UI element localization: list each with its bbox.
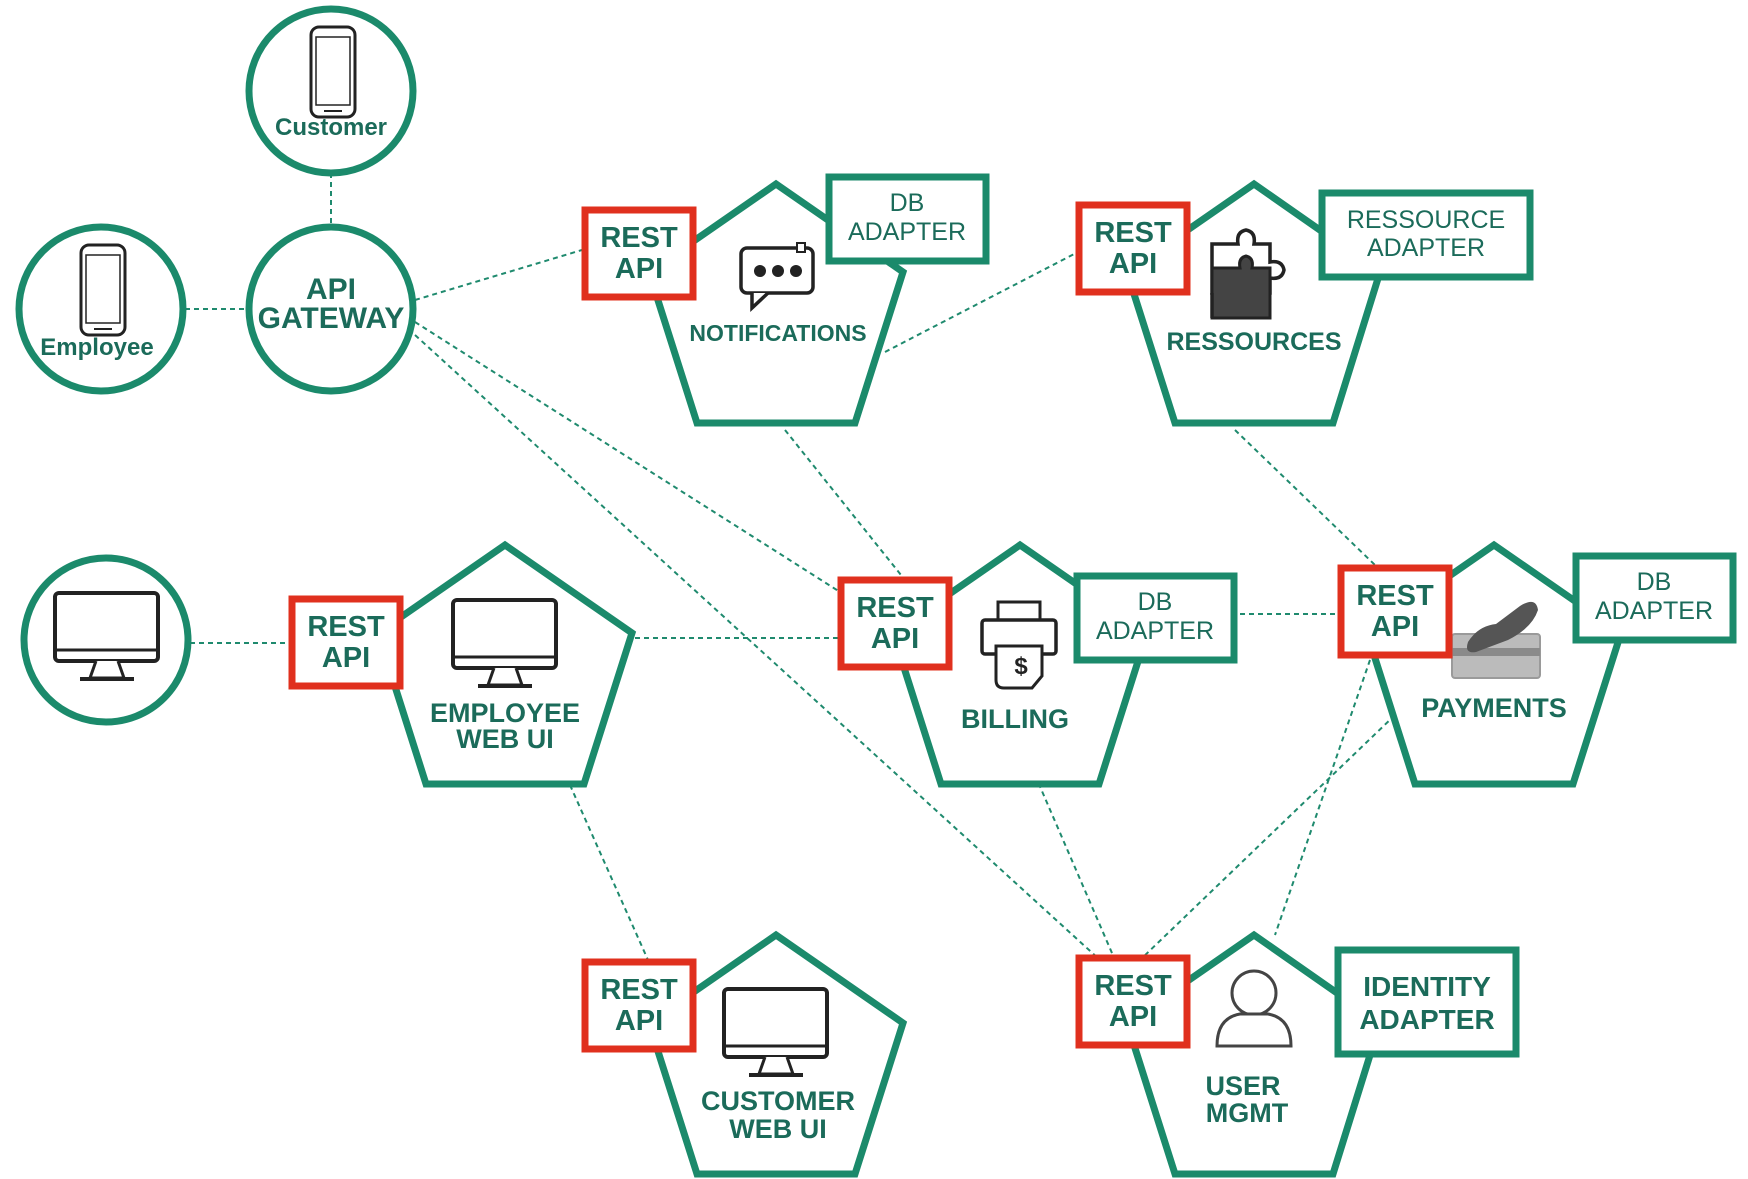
customer-web-ui-label-line1: CUSTOMER xyxy=(701,1086,855,1116)
adapter-label-line2: ADAPTER xyxy=(1367,234,1485,262)
connector-billing-usermgmt xyxy=(1034,774,1116,961)
rest-label-line2: API xyxy=(871,623,919,655)
rest-label-line1: REST xyxy=(1094,217,1172,249)
smartphone-icon xyxy=(309,25,357,119)
adapter-label-line2: ADAPTER xyxy=(1595,597,1713,625)
rest-label-line2: API xyxy=(1109,1001,1157,1033)
employee-web-ui-rest-api[interactable]: REST API xyxy=(288,595,404,690)
monitor-icon xyxy=(451,598,558,688)
ressources-rest-api[interactable]: REST API xyxy=(1075,201,1191,296)
api-gateway-node[interactable]: API GATEWAY xyxy=(245,223,417,395)
employee-web-ui-label-line1: EMPLOYEE xyxy=(430,698,580,728)
billing-service[interactable]: $ BILLING DB ADAPTER REST API xyxy=(837,540,1238,788)
notifications-rest-api[interactable]: REST API xyxy=(581,206,697,301)
rest-label-line2: API xyxy=(1371,611,1419,643)
billing-rest-api[interactable]: REST API xyxy=(837,576,953,671)
customer-web-ui-label-line2: WEB UI xyxy=(729,1114,827,1144)
employee-web-ui-service[interactable]: EMPLOYEE WEB UI REST API xyxy=(288,540,637,788)
billing-label: BILLING xyxy=(961,704,1069,734)
connector-gateway-usermgmt xyxy=(414,334,1101,961)
rest-label-line2: API xyxy=(615,1005,663,1037)
adapter-label-line2: ADAPTER xyxy=(848,218,966,246)
monitor-icon xyxy=(53,591,160,681)
rest-label-line2: API xyxy=(615,253,663,285)
connections xyxy=(185,173,1396,961)
employee-node[interactable]: Employee xyxy=(15,223,187,395)
notifications-service[interactable]: NOTIFICATIONS DB ADAPTER REST API xyxy=(581,173,990,427)
payments-label: PAYMENTS xyxy=(1421,693,1567,723)
ressources-service[interactable]: RESSOURCES RESSOURCE ADAPTER REST API xyxy=(1075,179,1534,427)
monitor-icon xyxy=(722,987,829,1077)
adapter-label-line2: ADAPTER xyxy=(1096,617,1214,645)
notifications-label: NOTIFICATIONS xyxy=(689,320,866,346)
rest-label-line1: REST xyxy=(600,222,678,254)
smartphone-icon xyxy=(79,243,127,337)
rest-label-line1: REST xyxy=(1094,970,1172,1002)
payments-rest-api[interactable]: REST API xyxy=(1337,564,1453,659)
connector-notifications-billing xyxy=(784,429,906,581)
gateway-label-line2: GATEWAY xyxy=(258,302,405,335)
customer-web-ui-service[interactable]: CUSTOMER WEB UI REST API xyxy=(581,930,908,1178)
ressources-label: RESSOURCES xyxy=(1166,328,1341,356)
connector-payments-usermgmt-b xyxy=(1139,714,1396,961)
rest-label-line2: API xyxy=(1109,248,1157,280)
user-mgmt-label-line1: USER xyxy=(1205,1071,1280,1101)
rest-label-line1: REST xyxy=(856,592,934,624)
payments-service[interactable]: PAYMENTS DB ADAPTER REST API xyxy=(1337,540,1737,788)
connector-payments-usermgmt-a xyxy=(1274,659,1371,936)
user-icon xyxy=(1215,969,1293,1048)
customer-label: Customer xyxy=(275,114,387,141)
connector-notifications-ressources xyxy=(884,251,1079,353)
payments-db-adapter[interactable]: DB ADAPTER xyxy=(1572,552,1737,644)
adapter-label-line1: DB xyxy=(890,189,925,217)
adapter-label-line2: ADAPTER xyxy=(1359,1004,1494,1035)
notifications-db-adapter[interactable]: DB ADAPTER xyxy=(825,173,990,265)
user-mgmt-identity-adapter[interactable]: IDENTITY ADAPTER xyxy=(1334,946,1520,1058)
gateway-label-line1: API xyxy=(306,273,356,306)
user-mgmt-rest-api[interactable]: REST API xyxy=(1075,954,1191,1049)
connector-employeeui-customerui xyxy=(569,784,649,961)
rest-label-line1: REST xyxy=(307,611,385,643)
desktop-client-node[interactable] xyxy=(20,554,192,726)
connector-gateway-notifications xyxy=(414,249,583,301)
connector-ressources-payments xyxy=(1234,429,1376,566)
adapter-label-line1: DB xyxy=(1138,588,1173,616)
user-mgmt-label-line2: MGMT xyxy=(1206,1098,1289,1128)
user-mgmt-service[interactable]: USER MGMT IDENTITY ADAPTER REST API xyxy=(1075,930,1520,1178)
employee-label: Employee xyxy=(40,334,153,361)
ressources-resource-adapter[interactable]: RESSOURCE ADAPTER xyxy=(1318,189,1534,281)
connector-gateway-billing xyxy=(414,321,841,593)
rest-label-line2: API xyxy=(322,642,370,674)
customer-web-ui-rest-api[interactable]: REST API xyxy=(581,958,697,1053)
chat-bubble-icon xyxy=(739,242,815,313)
billing-db-adapter[interactable]: DB ADAPTER xyxy=(1073,572,1238,664)
employee-web-ui-label-line2: WEB UI xyxy=(456,724,554,754)
rest-label-line1: REST xyxy=(1356,580,1434,612)
adapter-label-line1: IDENTITY xyxy=(1363,971,1491,1002)
adapter-label-line1: DB xyxy=(1637,568,1672,596)
svg-text:$: $ xyxy=(1014,653,1028,680)
adapter-label-line1: RESSOURCE xyxy=(1347,206,1505,234)
puzzle-icon xyxy=(1210,228,1286,320)
customer-node[interactable]: Customer xyxy=(245,5,417,177)
receipt-printer-icon: $ xyxy=(980,600,1058,690)
rest-label-line1: REST xyxy=(600,974,678,1006)
